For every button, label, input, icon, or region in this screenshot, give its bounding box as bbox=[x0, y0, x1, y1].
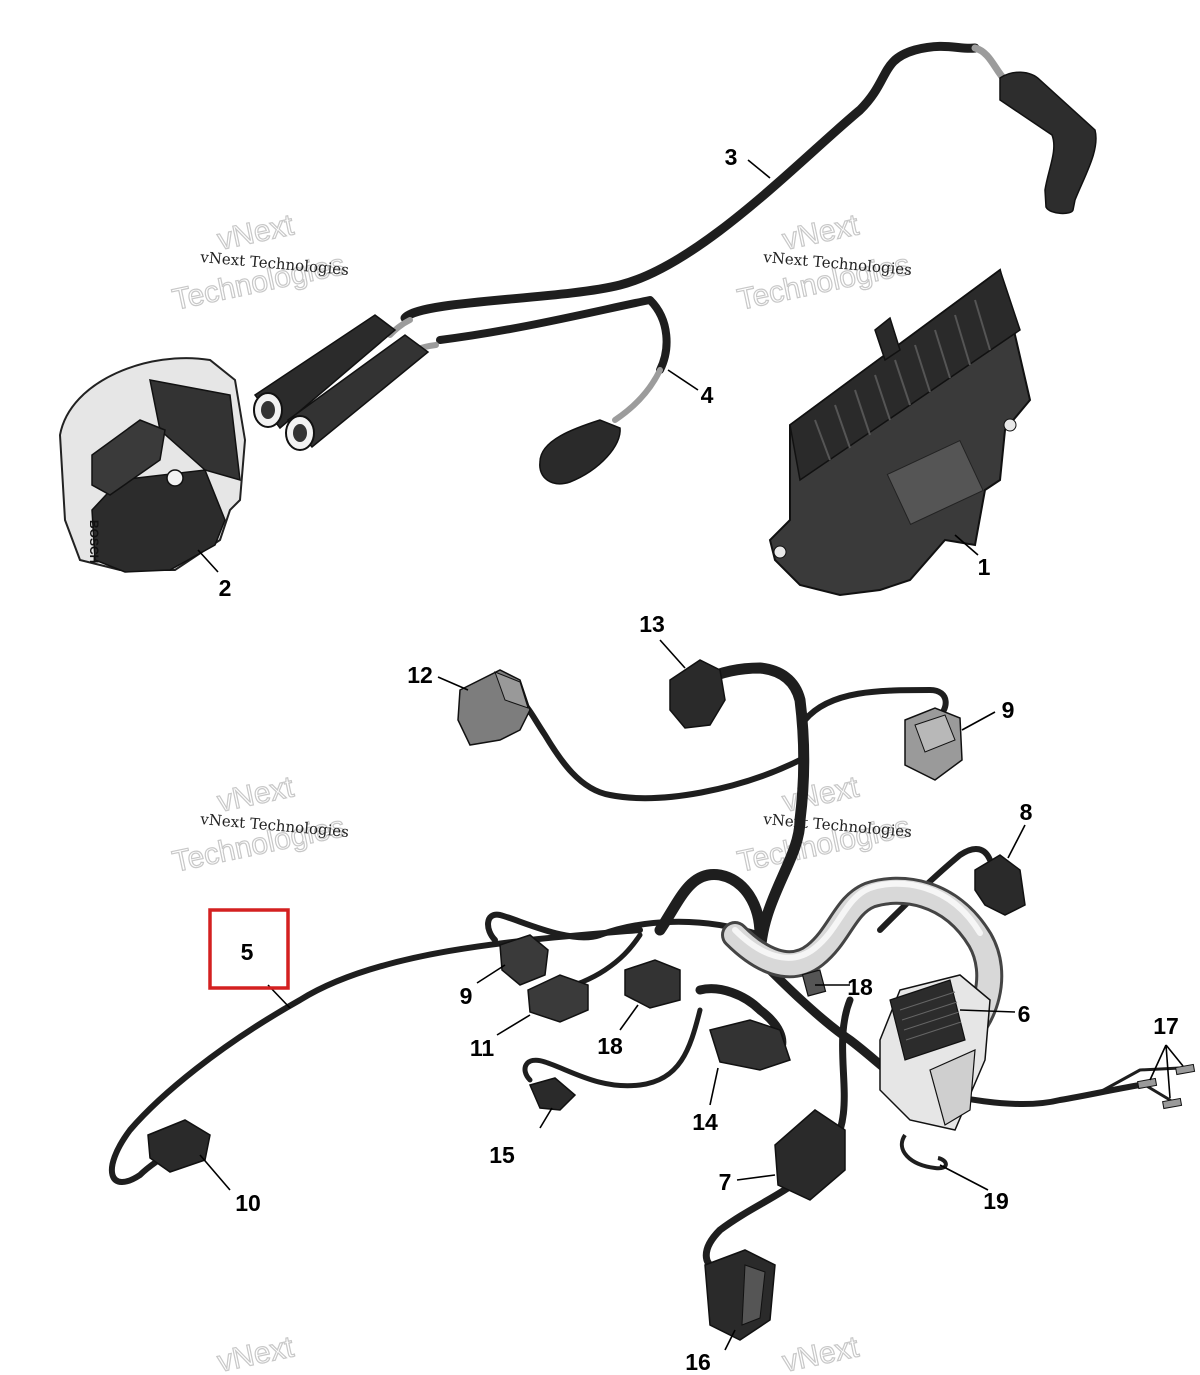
ecm-module-part-1[interactable] bbox=[768, 268, 1032, 597]
watermark-big-a: vNext bbox=[215, 1330, 298, 1375]
callout-11[interactable]: 11 bbox=[470, 1035, 495, 1061]
connector-part-12[interactable] bbox=[457, 669, 531, 746]
callout-18-right[interactable]: 18 bbox=[847, 974, 873, 1000]
callout-9-top[interactable]: 9 bbox=[1002, 697, 1015, 723]
coolant-tube bbox=[721, 876, 1004, 1054]
callout-19[interactable]: 19 bbox=[983, 1188, 1009, 1214]
connector-part-8[interactable] bbox=[974, 854, 1026, 916]
watermark-top-left: vNext Technologies vNext Technologies bbox=[169, 208, 350, 318]
callout-7[interactable]: 7 bbox=[719, 1169, 732, 1195]
callout-12[interactable]: 12 bbox=[407, 662, 433, 688]
leader-lines bbox=[197, 159, 1184, 1351]
ecm-cooling-fins bbox=[814, 299, 991, 461]
connector-part-11[interactable] bbox=[527, 974, 589, 1023]
plug-cap-long bbox=[999, 71, 1097, 215]
callout-8[interactable]: 8 bbox=[1020, 799, 1033, 825]
watermark-mid-left: vNext Technologies vNext Technologies bbox=[169, 770, 350, 880]
connector-part-9-top[interactable] bbox=[904, 707, 963, 781]
callout-14[interactable]: 14 bbox=[692, 1109, 718, 1135]
connector-part-6[interactable] bbox=[879, 974, 991, 1131]
callout-18-left[interactable]: 18 bbox=[597, 1033, 623, 1059]
callout-1[interactable]: 1 bbox=[978, 554, 991, 580]
ignition-lead-part-3-4[interactable] bbox=[253, 41, 1097, 485]
callout-5[interactable]: 5 bbox=[241, 939, 254, 965]
callout-10[interactable]: 10 bbox=[235, 1190, 261, 1216]
bosch-logo-text: BOSCH bbox=[87, 520, 101, 563]
connector-part-7[interactable] bbox=[774, 1109, 846, 1201]
callout-15[interactable]: 15 bbox=[489, 1142, 515, 1168]
callout-13[interactable]: 13 bbox=[639, 611, 665, 637]
connector-part-16[interactable] bbox=[704, 1249, 776, 1341]
watermark-mid-right: vNext Technologies vNext Technologies bbox=[734, 770, 913, 880]
callout-6[interactable]: 6 bbox=[1018, 1001, 1031, 1027]
connector-part-9-lower[interactable] bbox=[499, 934, 549, 986]
watermark-big-a: vNext bbox=[780, 1330, 863, 1375]
twin-terminal-sleeves bbox=[253, 314, 430, 451]
connector-part-14[interactable] bbox=[709, 1019, 791, 1071]
highlight-box-part-5 bbox=[208, 908, 290, 990]
callout-16[interactable]: 16 bbox=[685, 1349, 711, 1375]
watermark-top-right: vNext Technologies vNext Technologies bbox=[734, 208, 913, 318]
callout-4[interactable]: 4 bbox=[701, 382, 714, 408]
connector-pins bbox=[899, 991, 962, 1041]
connector-part-18-left[interactable] bbox=[624, 959, 681, 1009]
cable-tie-part-19[interactable] bbox=[899, 1133, 948, 1171]
watermark-bottom: vNext vNext bbox=[214, 1330, 863, 1375]
plug-cap-boot bbox=[539, 419, 621, 485]
connector-part-18-right[interactable] bbox=[801, 969, 827, 997]
callout-3[interactable]: 3 bbox=[725, 144, 738, 170]
connector-part-15[interactable] bbox=[528, 1077, 577, 1111]
terminals-part-17[interactable] bbox=[1137, 1063, 1196, 1110]
callout-numbers: 1 2 3 4 5 6 7 8 9 9 10 11 12 13 14 15 16… bbox=[219, 144, 1179, 1375]
callout-2[interactable]: 2 bbox=[219, 575, 232, 601]
connector-part-13[interactable] bbox=[669, 659, 726, 729]
callout-9-lower[interactable]: 9 bbox=[460, 983, 473, 1009]
ignition-coil-part-2[interactable]: BOSCH bbox=[58, 357, 247, 573]
callout-17[interactable]: 17 bbox=[1153, 1013, 1179, 1039]
